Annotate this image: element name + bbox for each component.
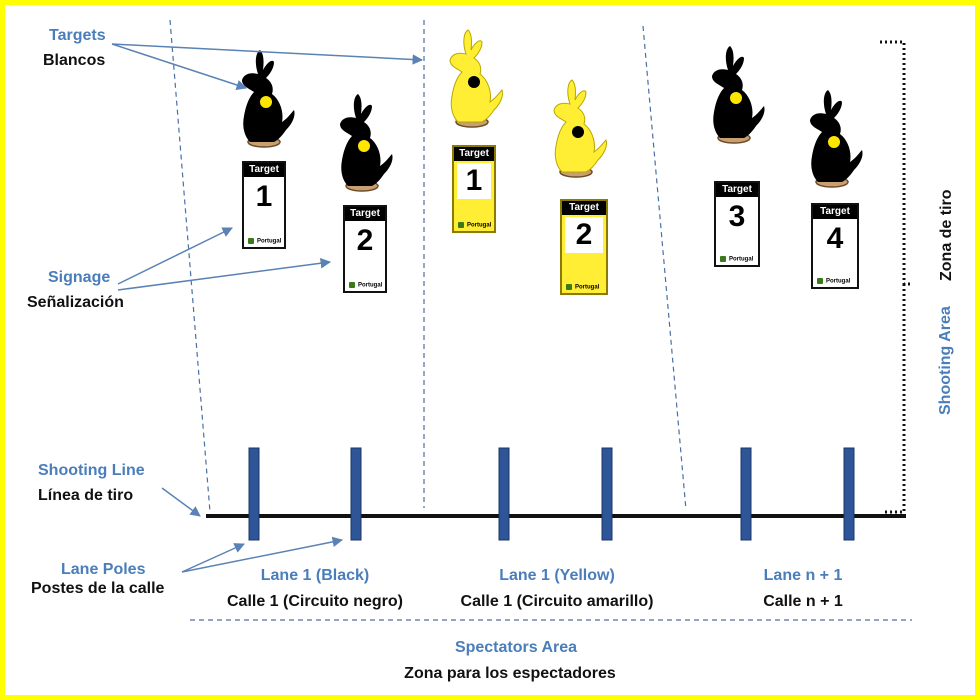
shooting-line-label-es: Línea de tiro: [38, 487, 134, 504]
lane-label-es: Calle 1 (Circuito amarillo): [460, 593, 654, 610]
lane-label: Lane n + 1: [763, 567, 843, 584]
lane-pole: [248, 447, 260, 541]
target-sign-number: 2: [565, 217, 603, 253]
signage-arrow: [117, 227, 233, 285]
targets-label: Targets: [49, 27, 106, 44]
spectators-area-label-es: Zona para los espectadores: [404, 665, 616, 682]
lane-poles: [248, 447, 855, 541]
spectators-area-label: Spectators Area: [454, 639, 578, 656]
lane-pole: [601, 447, 613, 541]
shooting-line-arrow: [161, 487, 201, 517]
target-sign: Target 4 Portugal: [811, 203, 859, 289]
targets-label-es: Blancos: [43, 52, 106, 69]
shooting-area-label: Shooting Area: [937, 306, 954, 415]
shooting-line-label: Shooting Line: [38, 462, 145, 479]
target-sign-header: Target: [345, 207, 385, 221]
lane-divider-line: [169, 19, 211, 513]
target-sign-header: Target: [716, 183, 758, 197]
lane-divider-line: [642, 25, 687, 511]
diagram-graphics: [111, 19, 912, 621]
lane-poles-arrow: [181, 536, 344, 573]
shooting-area-label-es: Zona de tiro: [938, 189, 955, 281]
rabbit-target-black: [712, 46, 765, 144]
target-sign-footer: Portugal: [566, 284, 604, 291]
lane-label: Lane 1 (Black): [260, 567, 370, 584]
target-sign: Target 3 Portugal: [714, 181, 760, 267]
target-sign-footer: Portugal: [458, 222, 492, 229]
lane-pole: [350, 447, 362, 541]
lane-label-es: Calle 1 (Circuito negro): [226, 593, 404, 610]
target-sign: Target 1 Portugal: [242, 161, 286, 249]
target-sign-footer: Portugal: [349, 282, 383, 289]
rabbit-target-black: [340, 94, 393, 192]
target-sign-header: Target: [244, 163, 284, 177]
lane-pole: [498, 447, 510, 541]
target-sign-header: Target: [813, 205, 857, 219]
lane-poles-label: Lane Poles: [61, 561, 146, 578]
lane-poles-arrow: [181, 543, 245, 573]
target-sign-footer: Portugal: [817, 278, 855, 285]
target-sign-footer: Portugal: [248, 238, 282, 245]
target-sign-number: 3: [728, 200, 746, 233]
target-sign-number: 1: [457, 163, 491, 199]
targets-arrow: [111, 43, 424, 65]
rabbit-target-black: [810, 90, 863, 188]
lane-label-es: Calle n + 1: [763, 593, 843, 610]
target-sign-number: 4: [826, 222, 844, 255]
target-sign-footer: Portugal: [720, 256, 756, 263]
lane-pole: [843, 447, 855, 541]
target-sign: Target 2 Portugal: [560, 199, 608, 295]
signage-label-es: Señalización: [27, 294, 124, 311]
signage-label: Signage: [48, 269, 111, 286]
target-sign-number: 1: [255, 180, 273, 213]
target-sign: Target 2 Portugal: [343, 205, 387, 293]
target-sign: Target 1 Portugal: [452, 145, 496, 233]
lane-label: Lane 1 (Yellow): [499, 567, 615, 584]
callout-arrows: [111, 43, 424, 573]
rabbit-target-black: [242, 50, 295, 148]
target-sign-header: Target: [454, 147, 494, 161]
targets-arrow: [111, 43, 247, 91]
target-sign-number: 2: [356, 224, 374, 257]
lane-poles-label-es: Postes de la calle: [31, 580, 165, 597]
rabbit-target-yellow: [449, 29, 504, 128]
signage-arrow: [117, 258, 332, 291]
rabbit-target-yellow: [553, 79, 608, 178]
target-sign-header: Target: [562, 201, 606, 215]
shooting-area-bracket: [880, 40, 912, 514]
lane-pole: [740, 447, 752, 541]
